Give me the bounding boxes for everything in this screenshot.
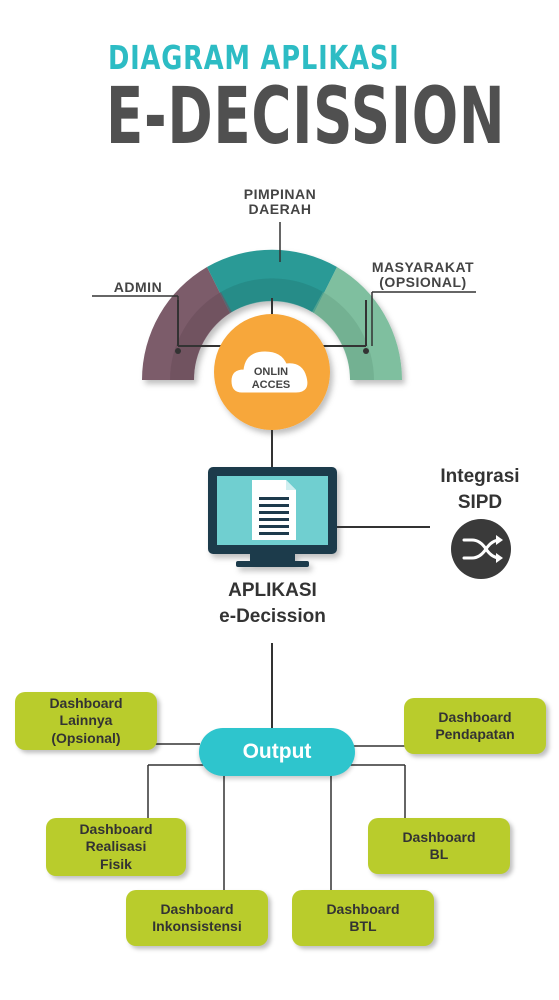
diagram-title: E-DECISSION [106,72,506,162]
app-label-line2: e-Decission [219,605,326,627]
gauge-masyarakat-segment [314,267,402,380]
dashboard-bl: Dashboard BL [368,818,510,874]
output-node: Output [199,728,355,776]
document-icon [252,480,296,540]
integration-label-line2: SIPD [457,491,503,513]
integration-label-line1: Integrasi [440,466,520,487]
dashboard-btl: Dashboard BTL [292,890,434,946]
cloud-icon [231,351,308,393]
dashboard-pendapatan: Dashboard Pendapatan [404,698,546,754]
gauge-admin-segment [142,267,230,380]
cloud-label: ONLIN ACCES [251,366,291,391]
label-pimpinan-daerah: PIMPINAN DAERAH [243,186,317,218]
user-gauge [142,249,402,380]
label-admin: ADMIN [113,279,163,295]
shuffle-circle [451,519,511,579]
dashboard-lainnya: Dashboard Lainnya (Opsional) [15,692,157,750]
dashboard-realisasi-fisik: Dashboard Realisasi Fisik [46,818,186,876]
shuffle-icon [462,538,502,560]
label-masyarakat: MASYARAKAT (OPSIONAL) [371,259,475,291]
app-label: APLIKASI e-Decission [180,578,365,629]
app-label-line1: APLIKASI [228,580,317,601]
integration-label: Integrasi SIPD [420,464,540,515]
diagram-subtitle: DIAGRAM APLIKASI [108,38,400,77]
dashboard-inkonsistensi: Dashboard Inkonsistensi [126,890,268,946]
